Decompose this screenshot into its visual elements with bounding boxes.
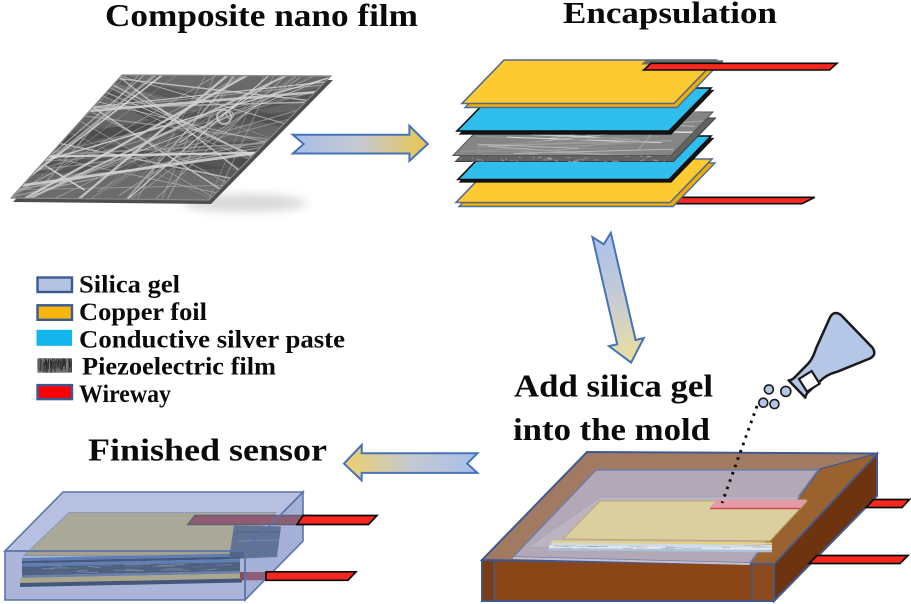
svg-text:Copper foil: Copper foil xyxy=(79,299,207,326)
svg-text:Silica gel: Silica gel xyxy=(79,272,180,299)
svg-text:into the mold: into the mold xyxy=(513,412,711,447)
svg-text:Finished sensor: Finished sensor xyxy=(88,433,327,468)
svg-text:Encapsulation: Encapsulation xyxy=(563,0,777,30)
svg-text:Wireway: Wireway xyxy=(79,381,171,408)
svg-text:Composite nano film: Composite nano film xyxy=(105,0,418,33)
svg-text:Piezoelectric film: Piezoelectric film xyxy=(82,354,276,381)
svg-text:Conductive silver paste: Conductive silver paste xyxy=(79,326,345,353)
svg-text:Add silica gel: Add silica gel xyxy=(514,369,713,404)
